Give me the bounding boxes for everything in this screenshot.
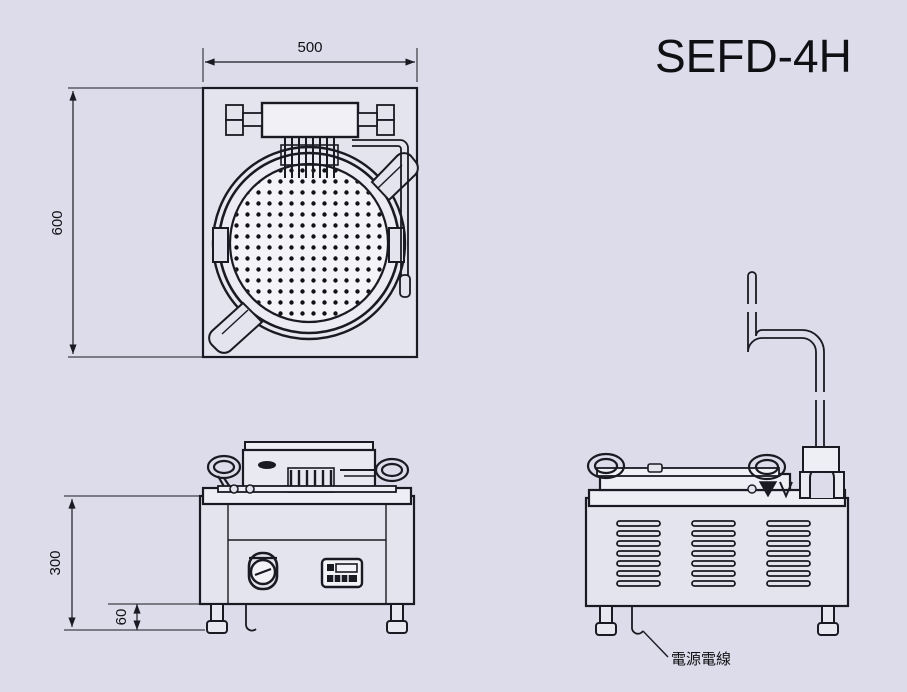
- front-view-lid-boss: [258, 461, 276, 469]
- power-cord-label: 電源電線: [671, 650, 731, 668]
- front-view-leg-left: [206, 603, 228, 634]
- side-view-leg-right: [817, 605, 839, 636]
- front-view-handle-right: [340, 457, 410, 483]
- side-view-handle-left: [586, 452, 626, 480]
- dimension-label-width: 500: [297, 39, 322, 56]
- dimension-depth-600: [68, 87, 205, 358]
- panel-display-icon: [335, 563, 358, 573]
- top-view-handle-right: [370, 152, 419, 202]
- top-view-crossbar-right-mount: [357, 104, 395, 136]
- front-view-control-knob[interactable]: [247, 551, 279, 591]
- side-view-mast-head: [802, 446, 840, 473]
- dimension-label-leg: 60: [113, 609, 130, 626]
- top-view-crossbar: [260, 101, 360, 139]
- side-view-riser-pipe: [747, 271, 825, 447]
- side-view-body: [584, 496, 850, 608]
- side-view-louvers-center: [691, 520, 736, 587]
- side-view: [584, 271, 850, 636]
- top-view-perforation-field: [231, 165, 387, 321]
- panel-buttons-icon: [327, 575, 357, 582]
- top-view-heater-tubes: [284, 137, 335, 178]
- top-view-crossbar-left-mount: [225, 104, 263, 136]
- dimension-label-depth: 600: [49, 210, 66, 235]
- front-view-hinge-left: [229, 484, 239, 494]
- front-view-hinge-right: [245, 484, 255, 494]
- top-view-tube-collar: [280, 144, 339, 166]
- top-view-power-cord: [352, 139, 409, 276]
- side-view-handle-right: [747, 453, 787, 481]
- front-view: [198, 441, 416, 634]
- front-view-lid-base-rail: [217, 485, 397, 493]
- dimension-width-500: [202, 48, 418, 82]
- front-view-leg-right: [386, 603, 408, 634]
- side-view-lid-rail: [596, 467, 780, 477]
- front-view-lid-top-rail: [244, 441, 374, 451]
- power-cord-leader: [642, 630, 669, 658]
- dimension-label-height: 300: [47, 550, 64, 575]
- panel-indicator-icon: [327, 564, 334, 571]
- side-view-louvers-left: [616, 520, 661, 587]
- front-view-power-cord: [245, 604, 257, 632]
- front-view-control-panel[interactable]: [320, 557, 364, 589]
- side-view-leg-left: [595, 605, 617, 636]
- top-view: [201, 86, 419, 359]
- dimension-leg-60: [108, 603, 205, 631]
- side-view-lid-lug: [647, 463, 663, 473]
- top-view-cord-plug: [399, 274, 411, 298]
- top-view-handle-left: [208, 301, 264, 354]
- top-view-left-bracket: [212, 227, 229, 263]
- front-view-body: [198, 494, 416, 606]
- side-view-latch: [747, 481, 793, 499]
- side-view-power-cord: [631, 606, 644, 635]
- side-view-louvers-right: [766, 520, 811, 587]
- model-title: SEFD-4H: [655, 30, 852, 82]
